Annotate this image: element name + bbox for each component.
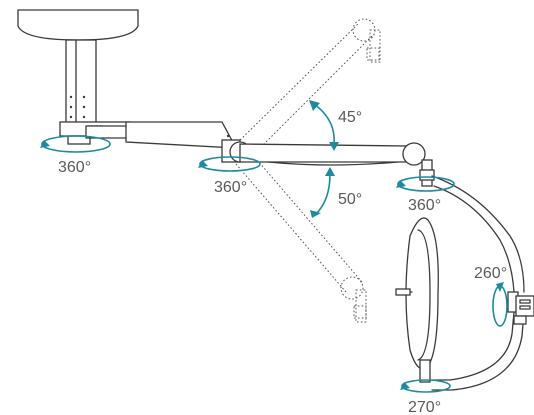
joint-rotation-label: 360° [214, 179, 247, 196]
elbow-rotation-label: 360° [408, 197, 441, 214]
spring-arm [239, 142, 435, 187]
ceiling-canopy [17, 9, 139, 41]
arm-down-angle-label: 50° [338, 191, 362, 208]
head-vertical-rotation-ring [492, 282, 508, 327]
head-vertical-rotation-label: 260° [474, 265, 507, 282]
ceiling-rotation-label: 360° [58, 159, 91, 176]
yoke-arm [431, 175, 534, 391]
angle-arc-up [309, 100, 339, 151]
head-bottom-rotation-label: 270° [408, 399, 441, 415]
arm-raised-position [231, 18, 381, 159]
joint-rotation-ring [198, 156, 261, 172]
arm-lowered-position [235, 153, 367, 323]
elbow-rotation-ring [396, 176, 455, 192]
light-head [395, 217, 439, 383]
head-bottom-rotation-ring [400, 379, 451, 393]
angle-arc-down [310, 167, 335, 218]
arm-up-angle-label: 45° [338, 109, 362, 126]
horizontal-arm [85, 121, 238, 149]
ceiling-rotation-ring [40, 135, 111, 153]
